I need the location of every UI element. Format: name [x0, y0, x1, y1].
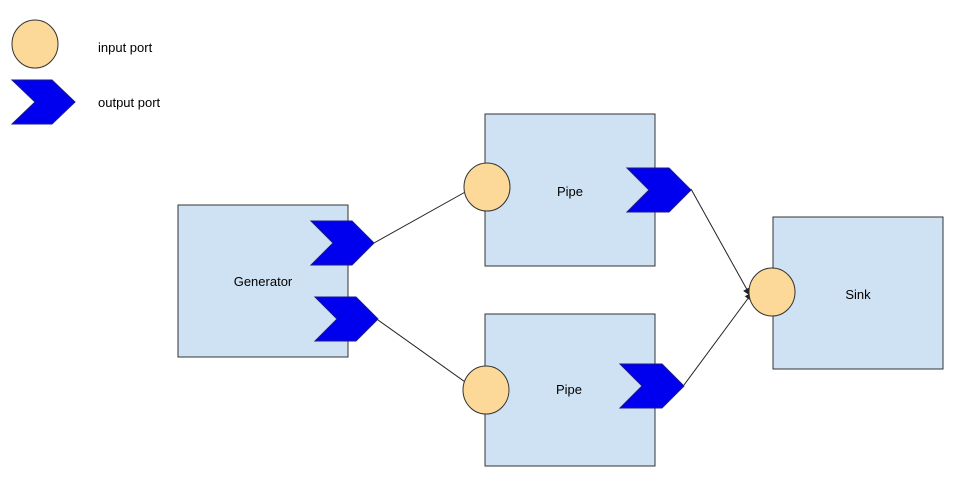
- sink-box[interactable]: [772, 216, 944, 370]
- legend-output-label: output port: [98, 95, 161, 110]
- pipe-bottom-box[interactable]: [484, 313, 656, 467]
- pipe-top-output-port-icon[interactable]: [625, 167, 692, 213]
- legend-input-port-icon: [11, 19, 59, 69]
- pipe-bottom-output-port-icon[interactable]: [618, 363, 685, 409]
- generator-node[interactable]: Generator: [177, 204, 379, 358]
- connector-generator-to-pipe-bottom: [377, 319, 476, 390]
- pipe-bottom-input-port-icon[interactable]: [462, 365, 510, 415]
- pipe-bottom-node[interactable]: Pipe: [462, 313, 685, 467]
- pipe-bottom-label: Pipe: [556, 382, 582, 397]
- connectors: [373, 185, 753, 390]
- pipe-top-label: Pipe: [557, 184, 583, 199]
- legend-input-label: input port: [98, 40, 153, 55]
- legend: input port output port: [10, 19, 161, 125]
- generator-output-port-bottom-icon[interactable]: [313, 296, 379, 342]
- generator-label: Generator: [234, 274, 293, 289]
- pipe-top-node[interactable]: Pipe: [463, 113, 692, 267]
- connector-generator-to-pipe-top: [373, 185, 477, 244]
- sink-label: Sink: [845, 287, 871, 302]
- sink-node[interactable]: Sink: [748, 216, 944, 370]
- connector-pipe-bottom-to-sink: [683, 292, 753, 386]
- pipe-top-box[interactable]: [484, 113, 656, 267]
- legend-output-port-icon: [10, 79, 76, 125]
- generator-output-port-top-icon[interactable]: [309, 220, 375, 266]
- sink-input-port-icon[interactable]: [748, 267, 796, 317]
- pipe-top-input-port-icon[interactable]: [463, 162, 511, 212]
- connector-pipe-top-to-sink: [690, 188, 751, 296]
